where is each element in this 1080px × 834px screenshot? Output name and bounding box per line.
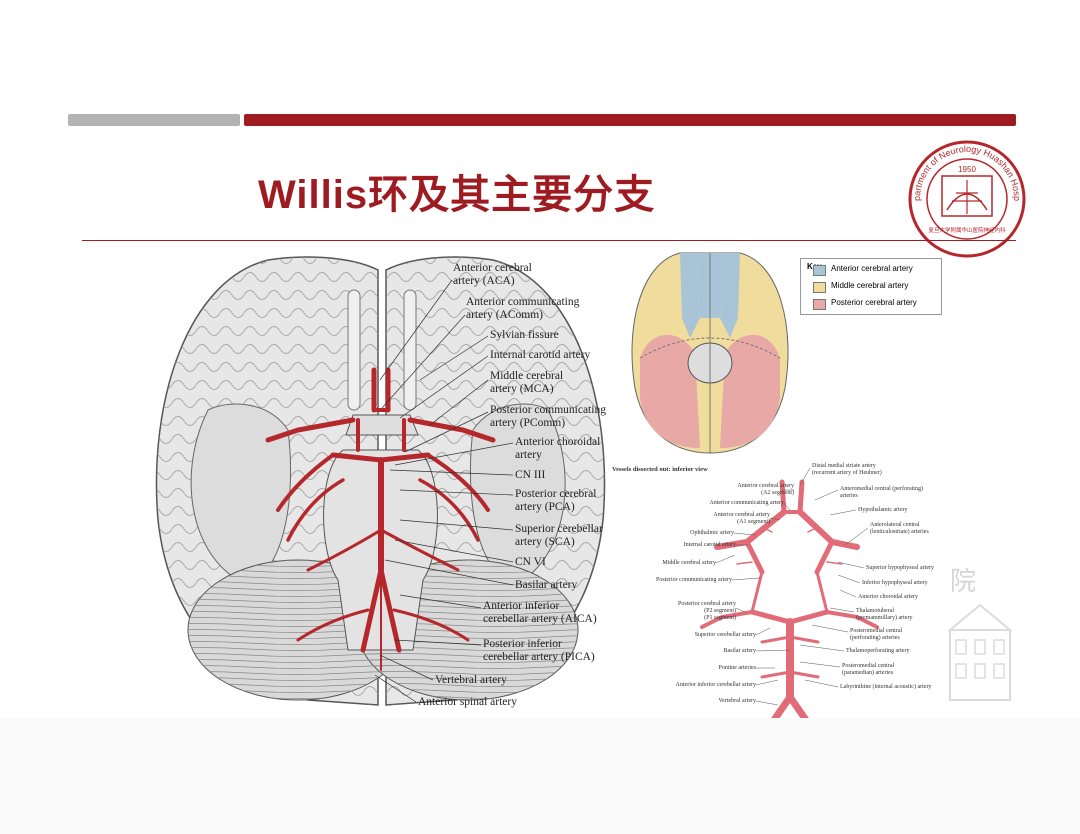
label-anterior-choroidal: Anterior choroidal artery <box>515 436 601 461</box>
vlabel-inf-hypophyseal: Inferior hypophyseal artery <box>862 580 928 586</box>
slide-title: Willis环及其主要分支 <box>258 173 656 217</box>
vlabel-lenticulostriate: Anterolateral central (lenticulostriate)… <box>870 522 929 535</box>
vlabel-aica: Anterior inferior cerebellar artery <box>675 682 756 688</box>
vlabel-ophthalmic: Ophthalmic artery <box>690 530 734 536</box>
vlabel-hypothalamic: Hypothalamic artery <box>858 507 908 513</box>
label-aica: Anterior inferior cerebellar artery (AIC… <box>483 600 597 625</box>
vlabel-pca: Posterior cerebral artery (P2 segment) (… <box>678 601 736 621</box>
label-sylvian-fissure: Sylvian fissure <box>490 329 559 341</box>
label-cn-vi: CN VI <box>515 556 546 568</box>
svg-text:院: 院 <box>950 567 976 597</box>
label-vertebral: Vertebral artery <box>435 674 507 686</box>
vlabel-labyrinthine: Labyrinthine (internal acoustic) artery <box>840 684 932 690</box>
vlabel-pcomm: Posterior communicating artery <box>656 577 732 583</box>
key-swatch-mca <box>813 282 826 293</box>
svg-text:1950: 1950 <box>958 165 976 174</box>
vascular-territory-illustration <box>631 252 789 454</box>
vlabel-anteromedial-central: Anteromedial central (perforating) arter… <box>840 486 923 499</box>
vessel-caption: Vessels dissected out: inferior view <box>612 466 708 473</box>
vlabel-posteromedial-paramedian: Posteromedial central (paramedian) arter… <box>842 663 895 676</box>
vlabel-aca-a2: Anterior cerebral artery (A2 segment) <box>737 483 794 496</box>
territory-key: Key Anterior cerebral artery Middle cere… <box>800 258 942 315</box>
key-label-pca: Posterior cerebral artery <box>831 298 917 307</box>
vlabel-vertebral: Vertebral artery <box>718 698 756 704</box>
header-bar-red <box>244 114 1016 126</box>
label-sca: Superior cerebellar artery (SCA) <box>515 523 603 548</box>
label-basilar: Basilar artery <box>515 579 578 591</box>
vlabel-thalamoperforating: Thalamoperforating artery <box>846 648 910 654</box>
vlabel-acomm: Anterior communicating artery <box>709 500 784 506</box>
label-mca: Middle cerebral artery (MCA) <box>490 370 564 395</box>
label-internal-carotid: Internal carotid artery <box>490 349 591 361</box>
vlabel-thalamotuberal: Thalamotuberal (premammillary) artery <box>856 608 913 621</box>
vlabel-aca-a1: Anterior cerebral artery (A1 segment) <box>713 512 770 525</box>
key-swatch-pca <box>813 299 826 310</box>
vlabel-basilar: Basilar artery <box>723 648 756 654</box>
key-item-pca: Posterior cerebral artery <box>813 298 917 310</box>
title-underline <box>82 240 1016 241</box>
vlabel-mca: Middle cerebral artery <box>662 560 716 566</box>
label-pcomm: Posterior communicating artery (PComm) <box>490 404 606 429</box>
vlabel-sup-hypophyseal: Superior hypophyseal artery <box>866 565 934 571</box>
key-swatch-aca <box>813 265 826 276</box>
vlabel-ica: Internal carotid artery <box>683 542 736 548</box>
label-aca: Anterior cerebral artery (ACA) <box>453 262 532 287</box>
vlabel-sca: Superior cerebellar artery <box>694 632 756 638</box>
label-pca: Posterior cerebral artery (PCA) <box>515 488 597 513</box>
label-acomm: Anterior communicating artery (AComm) <box>466 296 580 321</box>
vlabel-pontine: Pontine arteries <box>718 665 757 671</box>
slide-bottom-area <box>0 718 1080 834</box>
label-cn-iii: CN III <box>515 469 546 481</box>
vlabel-heubner: Distal medial striate artery (recurrent … <box>812 463 882 476</box>
hospital-logo-seal: Department of Neurology Huashan Hospital… <box>906 138 1026 258</box>
building-watermark: 院 <box>947 567 1013 701</box>
label-anterior-spinal: Anterior spinal artery <box>418 696 517 708</box>
svg-text:复旦大学附属华山医院神经内科: 复旦大学附属华山医院神经内科 <box>928 226 1006 234</box>
vlabel-posteromedial-perforating: Posteromedial central (perforating) arte… <box>850 628 903 641</box>
key-item-mca: Middle cerebral artery <box>813 281 909 293</box>
label-pica: Posterior inferior cerebellar artery (PI… <box>483 638 595 663</box>
vlabel-ant-choroidal: Anterior choroidal artery <box>858 594 918 600</box>
header-bar-gray <box>68 114 240 126</box>
key-item-aca: Anterior cerebral artery <box>813 264 913 276</box>
key-label-aca: Anterior cerebral artery <box>831 264 913 273</box>
vessel-dissection-illustration <box>700 479 879 722</box>
key-label-mca: Middle cerebral artery <box>831 281 909 290</box>
